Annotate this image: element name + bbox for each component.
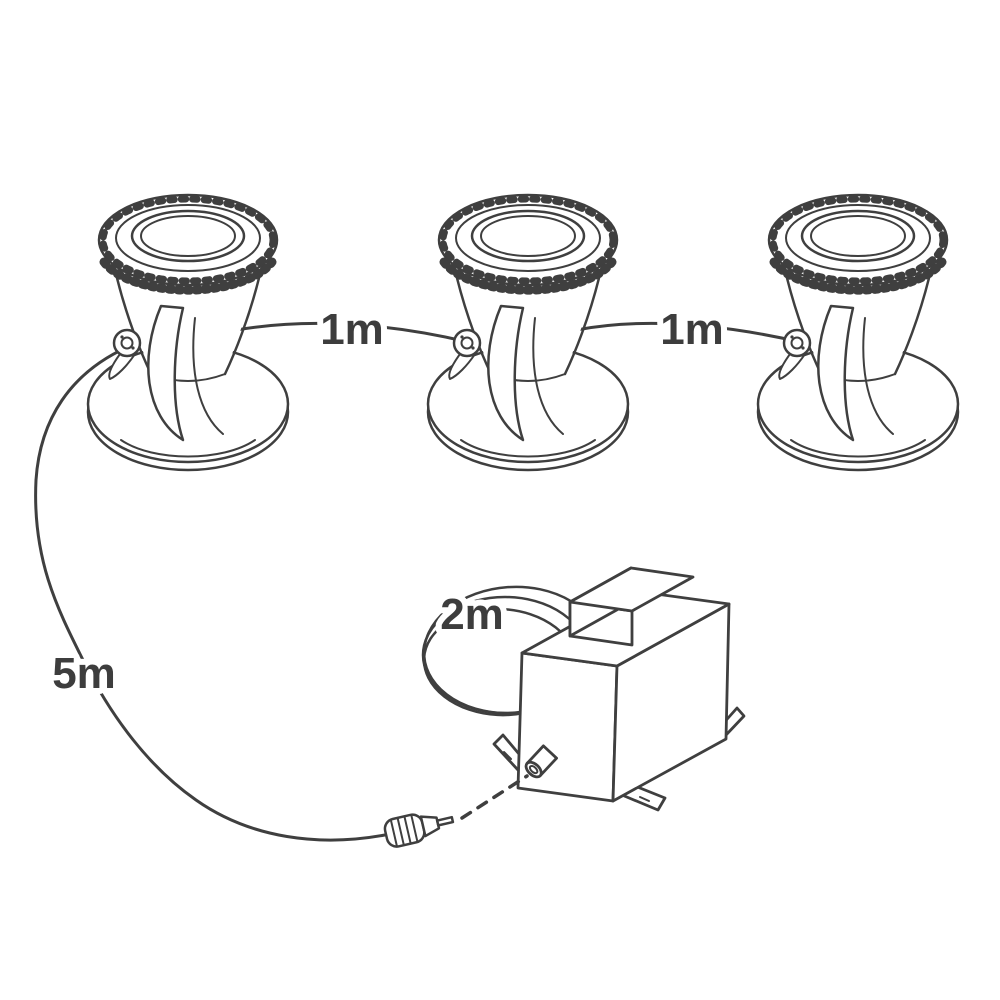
- transformer-box-icon: [492, 566, 746, 812]
- label-cable-1m-first: 1m: [320, 305, 384, 354]
- cable-main-5m: [34, 344, 392, 842]
- cables: [34, 321, 802, 842]
- plug-rib: [410, 814, 419, 843]
- plug-rib: [403, 815, 412, 845]
- plug-pin: [435, 815, 455, 827]
- transformer-tab-slot: [639, 796, 650, 802]
- spotlight-3: [758, 195, 958, 470]
- spotlight-1: [88, 195, 288, 470]
- cable-light2-light3: [574, 321, 802, 344]
- plug-rib: [396, 816, 405, 847]
- connector-plug-icon: [383, 813, 455, 848]
- cable-light1-light2: [234, 321, 470, 344]
- socket-hole: [528, 764, 539, 775]
- label-cable-1m-second: 1m: [660, 305, 724, 354]
- spotlight-2: [428, 195, 628, 470]
- transformer-front-face: [516, 651, 619, 803]
- transformer-tab-slot: [503, 751, 512, 760]
- label-cable-2m: 2m: [440, 590, 504, 639]
- transformer-switch-top: [568, 566, 695, 613]
- plug-nose: [419, 815, 441, 838]
- plug-rib: [389, 819, 398, 847]
- transformer-socket: [524, 744, 558, 779]
- label-cable-5m: 5m: [52, 649, 116, 698]
- dashed-connection-line: [460, 774, 529, 820]
